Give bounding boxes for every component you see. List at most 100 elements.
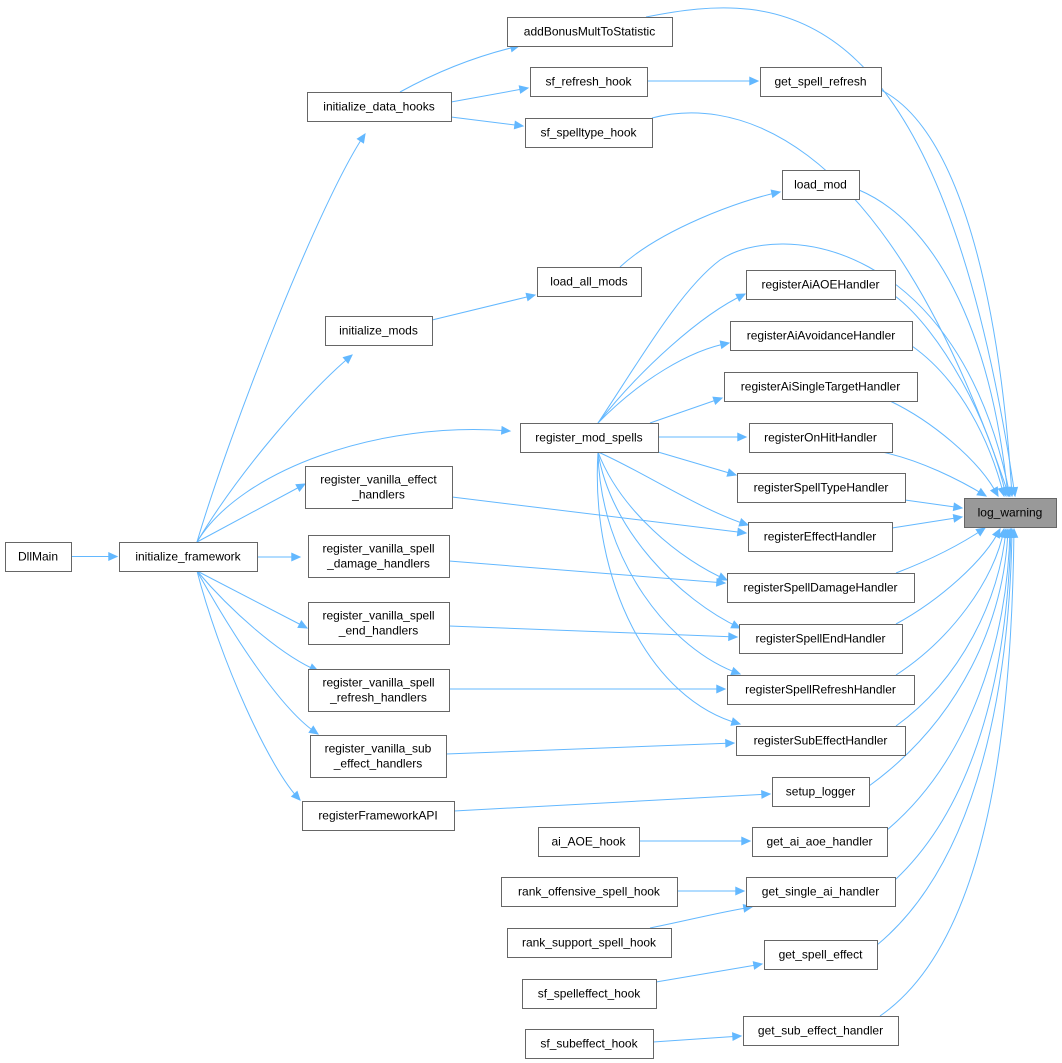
node-label-sf-spelleffect-hook: sf_spelleffect_hook bbox=[538, 987, 642, 1001]
node-load-mod[interactable]: load_mod bbox=[782, 170, 860, 200]
edge-initialize-framework-to-register-mod-spells bbox=[196, 428, 511, 543]
node-box-initialize-data-hooks bbox=[307, 92, 452, 122]
node-label-rank-offensive-spell-hook: rank_offensive_spell_hook bbox=[518, 885, 661, 899]
edge-initialize-framework-to-register-vanilla-spell-refresh-handlers bbox=[196, 570, 319, 672]
node-label-register-vanilla-spell-damage-handlers-line-2: _damage_handlers bbox=[326, 557, 430, 571]
node-initialize-mods[interactable]: initialize_mods bbox=[325, 316, 433, 346]
edge-registerspelldamagehandler-to-log-warning bbox=[895, 527, 986, 574]
edge-initialize-framework-to-register-vanilla-spell-end-handlers bbox=[196, 570, 308, 629]
edge-sf-subeffect-hook-to-get-sub-effect-handler bbox=[652, 1035, 742, 1043]
node-label-register-vanilla-spell-damage-handlers-line-1: register_vanilla_spell bbox=[322, 542, 434, 556]
edge-register-vanilla-spell-damage-handlers-to-registerspelldamagehandler bbox=[448, 560, 726, 584]
node-get-ai-aoe-handler[interactable]: get_ai_aoe_handler bbox=[752, 827, 888, 857]
node-registerspellrefreshhandler[interactable]: registerSpellRefreshHandler bbox=[727, 675, 915, 705]
node-box-dllmain bbox=[5, 542, 72, 572]
node-get-single-ai-handler[interactable]: get_single_ai_handler bbox=[746, 877, 896, 907]
node-label-register-vanilla-effect-handlers-line-2: _handlers bbox=[351, 488, 405, 502]
node-registeraiaoehandler[interactable]: registerAiAOEHandler bbox=[746, 270, 896, 300]
edge-register-vanilla-spell-damage-handlers-to-registerspelldamagehandler-arrowhead bbox=[715, 577, 727, 587]
node-ai-aoe-hook[interactable]: ai_AOE_hook bbox=[538, 827, 640, 857]
node-sf-refresh-hook[interactable]: sf_refresh_hook bbox=[530, 67, 648, 97]
node-label-registersubeffecthandler: registerSubEffectHandler bbox=[754, 734, 888, 748]
edge-register-mod-spells-to-registeraiavoidancehandler-arrowhead bbox=[719, 340, 731, 350]
node-label-register-vanilla-spell-refresh-handlers-line-1: register_vanilla_spell bbox=[322, 676, 434, 690]
node-register-vanilla-sub-effect-handlers[interactable]: register_vanilla_sub_effect_handlers bbox=[310, 735, 447, 778]
node-dllmain[interactable]: DllMain bbox=[5, 542, 72, 572]
edge-registerspelltypehandler-to-log-warning bbox=[904, 499, 963, 509]
node-log-warning[interactable]: log_warning bbox=[964, 498, 1057, 528]
node-box-registerspellrefreshhandler bbox=[727, 675, 915, 705]
node-box-load-all-mods bbox=[537, 267, 642, 297]
node-box-rank-offensive-spell-hook bbox=[501, 877, 678, 907]
edge-registerspellendhandler-to-log-warning bbox=[895, 528, 1001, 625]
node-sf-subeffect-hook[interactable]: sf_subeffect_hook bbox=[525, 1029, 654, 1059]
node-get-spell-effect[interactable]: get_spell_effect bbox=[764, 940, 878, 970]
node-rank-support-spell-hook[interactable]: rank_support_spell_hook bbox=[507, 928, 672, 958]
edge-addbonusmulttostatistic-to-log-warning bbox=[645, 7, 1016, 497]
node-box-sf-refresh-hook bbox=[530, 67, 648, 97]
nodes-layer: DllMain initialize_framework initialize_da… bbox=[5, 17, 1057, 1059]
node-initialize-data-hooks[interactable]: initialize_data_hooks bbox=[307, 92, 452, 122]
edge-rank-support-spell-hook-to-get-single-ai-handler bbox=[649, 906, 753, 929]
node-get-sub-effect-handler[interactable]: get_sub_effect_handler bbox=[743, 1016, 899, 1046]
node-label-registerspellrefreshhandler: registerSpellRefreshHandler bbox=[745, 683, 896, 697]
node-register-vanilla-spell-refresh-handlers[interactable]: register_vanilla_spell_refresh_handlers bbox=[308, 669, 450, 712]
node-registeronhithandler[interactable]: registerOnHitHandler bbox=[749, 423, 893, 453]
node-label-log-warning: log_warning bbox=[978, 506, 1043, 520]
node-sf-spelltype-hook[interactable]: sf_spelltype_hook bbox=[525, 118, 653, 148]
node-registerspelltypehandler[interactable]: registerSpellTypeHandler bbox=[737, 473, 906, 503]
node-label-load-mod: load_mod bbox=[794, 178, 847, 192]
edge-initialize-data-hooks-to-sf-spelltype-hook-arrowhead bbox=[513, 120, 525, 130]
node-label-register-vanilla-spell-end-handlers-line-1: register_vanilla_spell bbox=[322, 609, 434, 623]
node-box-registersubeffecthandler bbox=[736, 726, 906, 756]
node-box-registerspelldamagehandler bbox=[727, 573, 915, 603]
node-register-vanilla-effect-handlers[interactable]: register_vanilla_effect_handlers bbox=[305, 466, 453, 509]
node-box-registerspellendhandler bbox=[739, 624, 903, 654]
node-addbonusmulttostatistic[interactable]: addBonusMultToStatistic bbox=[507, 17, 673, 47]
node-box-rank-support-spell-hook bbox=[507, 928, 672, 958]
node-register-vanilla-spell-damage-handlers[interactable]: register_vanilla_spell_damage_handlers bbox=[308, 535, 450, 578]
node-load-all-mods[interactable]: load_all_mods bbox=[537, 267, 642, 297]
edge-initialize-mods-to-load-all-mods bbox=[431, 294, 536, 321]
edge-registeraisingletargethandler-to-log-warning bbox=[889, 400, 999, 497]
node-initialize-framework[interactable]: initialize_framework bbox=[119, 542, 258, 572]
edge-sf-spelltype-hook-to-log-warning bbox=[651, 112, 1010, 497]
node-label-initialize-framework: initialize_framework bbox=[135, 550, 241, 564]
node-rank-offensive-spell-hook[interactable]: rank_offensive_spell_hook bbox=[501, 877, 678, 907]
edge-initialize-data-hooks-to-sf-refresh-hook bbox=[450, 87, 529, 103]
edge-initialize-framework-to-register-vanilla-sub-effect-handlers-arrowhead bbox=[308, 725, 320, 735]
node-label-initialize-data-hooks: initialize_data_hooks bbox=[323, 100, 434, 114]
node-registereffecthandler[interactable]: registerEffectHandler bbox=[748, 522, 893, 552]
node-label-addbonusmulttostatistic: addBonusMultToStatistic bbox=[524, 25, 655, 39]
node-register-vanilla-spell-end-handlers[interactable]: register_vanilla_spell_end_handlers bbox=[308, 602, 450, 645]
node-registerspellendhandler[interactable]: registerSpellEndHandler bbox=[739, 624, 903, 654]
node-label-load-all-mods: load_all_mods bbox=[550, 275, 627, 289]
node-box-register-vanilla-effect-handlers bbox=[305, 466, 453, 509]
node-box-get-spell-effect bbox=[764, 940, 878, 970]
node-setup-logger[interactable]: setup_logger bbox=[772, 777, 870, 807]
node-registersubeffecthandler[interactable]: registerSubEffectHandler bbox=[736, 726, 906, 756]
edge-initialize-framework-to-initialize-data-hooks bbox=[196, 133, 366, 543]
node-label-get-ai-aoe-handler: get_ai_aoe_handler bbox=[766, 835, 872, 849]
edge-registerspelltypehandler-to-log-warning-arrowhead bbox=[952, 502, 964, 512]
edge-initialize-framework-to-initialize-data-hooks-arrowhead bbox=[356, 132, 366, 144]
node-get-spell-refresh[interactable]: get_spell_refresh bbox=[760, 67, 882, 97]
edge-register-mod-spells-to-log-warning bbox=[597, 243, 1011, 497]
node-box-register-vanilla-sub-effect-handlers bbox=[310, 735, 447, 778]
node-registeraiavoidancehandler[interactable]: registerAiAvoidanceHandler bbox=[730, 321, 913, 351]
edge-initialize-framework-to-register-vanilla-effect-handlers-arrowhead bbox=[295, 483, 307, 493]
edge-setup-logger-to-log-warning bbox=[868, 528, 1009, 787]
node-register-mod-spells[interactable]: register_mod_spells bbox=[520, 423, 659, 453]
edge-sf-spelleffect-hook-to-get-spell-effect-arrowhead bbox=[752, 961, 764, 970]
node-label-registeraiaoehandler: registerAiAOEHandler bbox=[761, 278, 879, 292]
node-label-registerframeworkapi: registerFrameworkAPI bbox=[318, 809, 437, 823]
node-sf-spelleffect-hook[interactable]: sf_spelleffect_hook bbox=[522, 979, 657, 1009]
node-registerframeworkapi[interactable]: registerFrameworkAPI bbox=[302, 801, 455, 831]
node-label-get-spell-refresh: get_spell_refresh bbox=[774, 75, 866, 89]
node-label-registeraisingletargethandler: registerAiSingleTargetHandler bbox=[741, 380, 900, 394]
node-registeraisingletargethandler[interactable]: registerAiSingleTargetHandler bbox=[724, 372, 918, 402]
node-registerspelldamagehandler[interactable]: registerSpellDamageHandler bbox=[727, 573, 915, 603]
edge-register-vanilla-sub-effect-handlers-to-registersubeffecthandler bbox=[445, 742, 735, 755]
edge-registerspellrefreshhandler-to-log-warning bbox=[895, 528, 1005, 676]
node-box-registereffecthandler bbox=[748, 522, 893, 552]
